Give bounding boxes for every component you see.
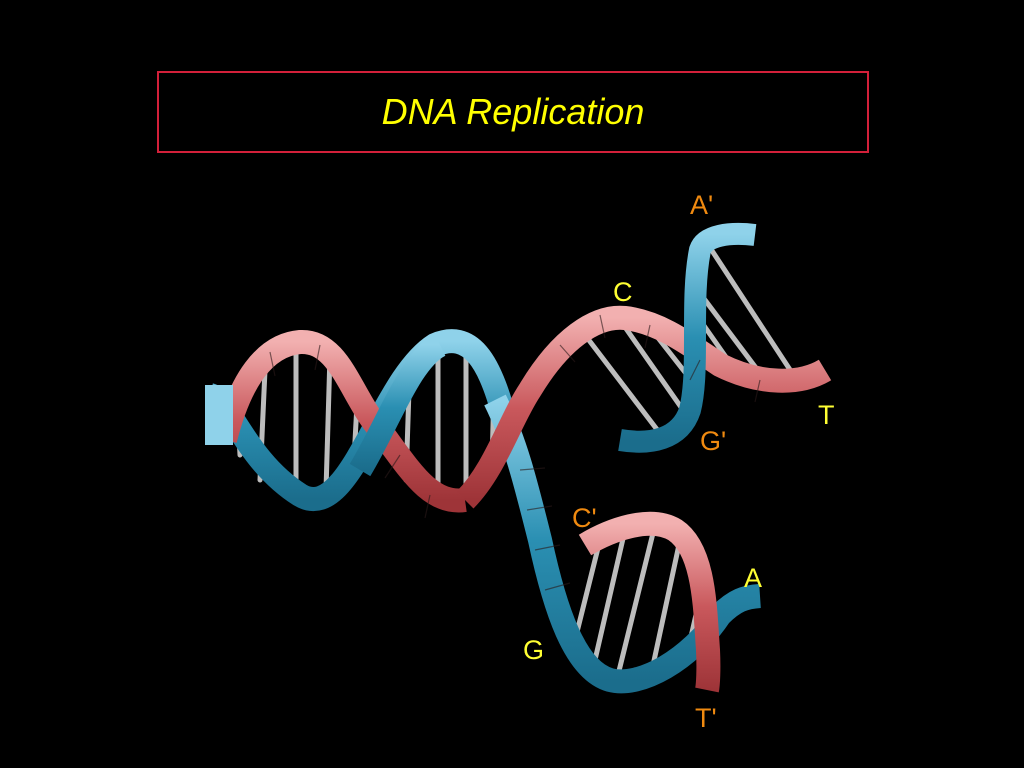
label-c-prime: C' <box>572 505 597 532</box>
rung <box>585 335 665 440</box>
label-t-prime: T' <box>695 705 717 732</box>
label-a-prime: A' <box>690 192 713 219</box>
rung <box>618 525 655 675</box>
rung <box>326 355 330 490</box>
label-t: T <box>818 402 835 429</box>
rung <box>575 540 600 640</box>
label-g-prime: G' <box>700 428 726 455</box>
label-c: C <box>613 279 633 306</box>
label-a: A <box>744 565 762 592</box>
label-g: G <box>523 637 544 664</box>
blue-strand-end <box>205 385 233 445</box>
